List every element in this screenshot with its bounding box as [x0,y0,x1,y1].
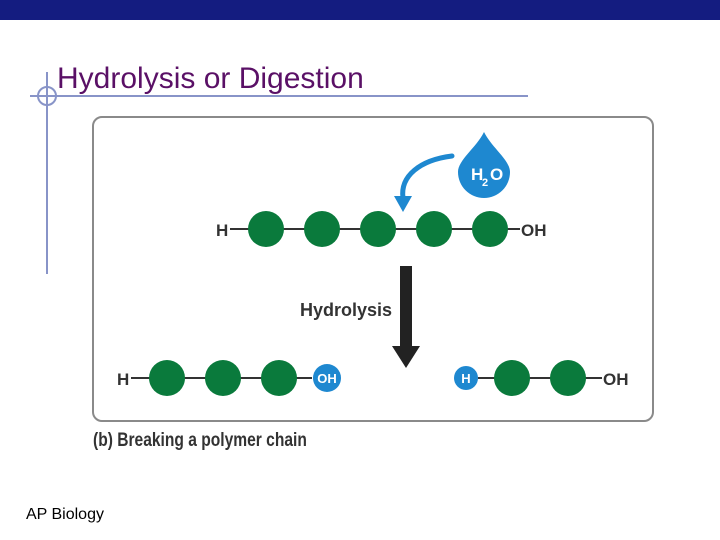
bottom-right-chain-right-end: OH [603,370,629,389]
water-droplet-icon: H 2 O [458,132,510,198]
hydrogen-badge [454,366,478,390]
monomer [248,211,284,247]
bottom-right-chain: H OH [454,360,629,396]
monomer [149,360,185,396]
water-label-h: H [471,165,483,184]
bottom-left-chain: H OH [117,360,341,396]
monomer [416,211,452,247]
hydroxyl-badge [313,364,341,392]
monomer [360,211,396,247]
monomer [550,360,586,396]
diagram-caption: (b) Breaking a polymer chain [93,430,307,451]
curved-arrow-icon [394,153,455,212]
down-arrow-icon [392,266,420,368]
monomer [494,360,530,396]
monomer [304,211,340,247]
course-footer: AP Biology [26,506,104,523]
bottom-right-chain-badge: H [461,371,470,386]
water-label-o: O [490,165,503,184]
bottom-left-chain-badge: OH [317,371,337,386]
slide-title: Hydrolysis or Digestion [57,62,364,95]
top-polymer-chain: H OH [216,211,547,247]
monomer [205,360,241,396]
bottom-left-chain-left-end: H [117,370,129,389]
water-label-sub: 2 [482,177,488,189]
top-chain-right-end: OH [521,221,547,240]
process-label: Hydrolysis [300,300,392,320]
top-bar [0,0,720,20]
monomer [472,211,508,247]
monomer [261,360,297,396]
top-chain-left-end: H [216,221,228,240]
